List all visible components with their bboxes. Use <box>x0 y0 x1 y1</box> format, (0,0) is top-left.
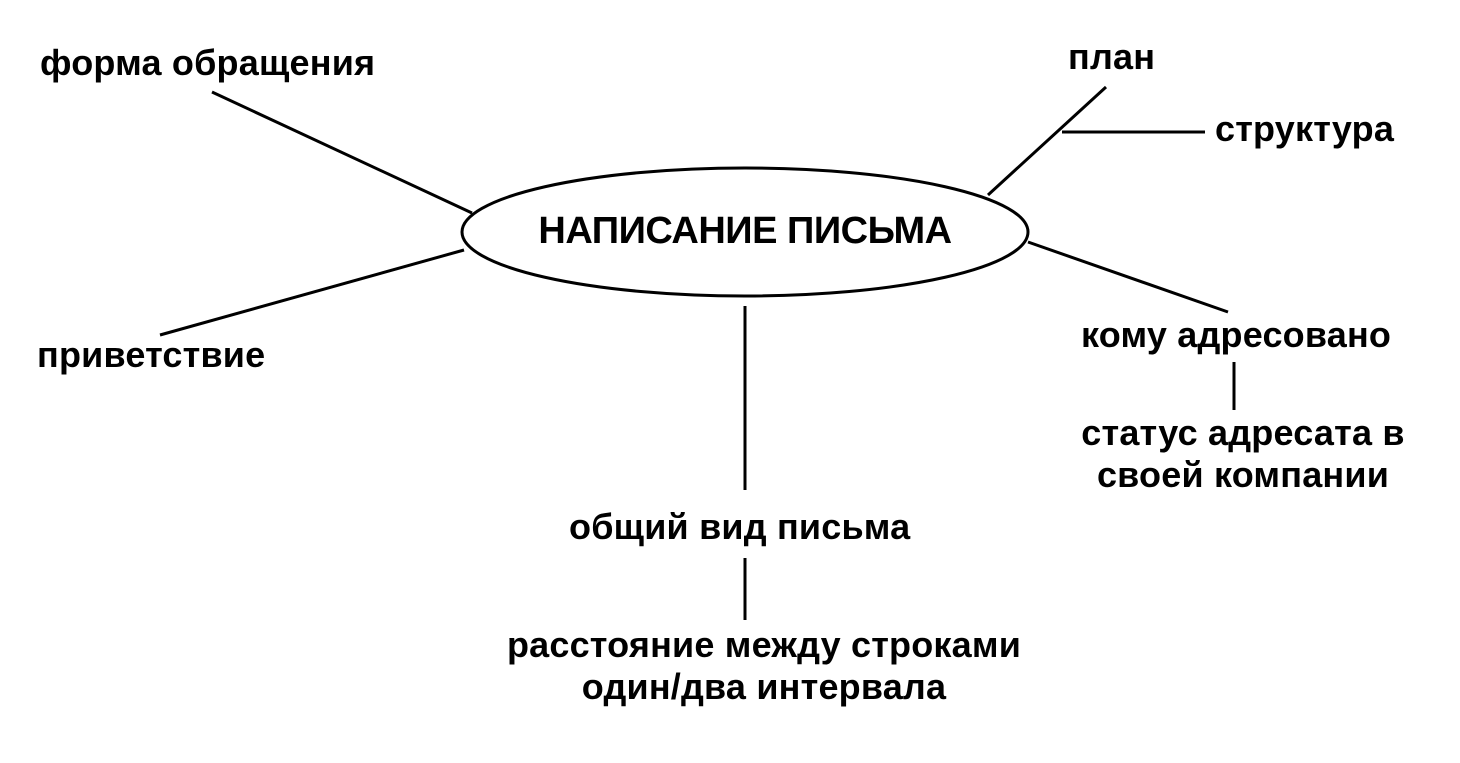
line-to-greeting <box>159 248 465 337</box>
branch-plan: план <box>1068 36 1156 77</box>
branch-structure: структура <box>1215 108 1395 149</box>
branch-addressee-status: статус адресата в своей компании <box>1060 412 1426 496</box>
branch-form-of-address: форма обращения <box>40 42 376 83</box>
branch-line-spacing: расстояние между строками один/два интер… <box>476 624 1052 708</box>
branch-greeting: приветствие <box>37 334 266 375</box>
line-to-form <box>211 90 473 215</box>
addressee-status-line-1: статус адресата в <box>1081 412 1405 453</box>
center-title: НАПИСАНИЕ ПИСЬМА <box>538 210 952 252</box>
line-to-addressee <box>1027 240 1229 314</box>
spacing-line-2: один/два интервала <box>581 666 947 707</box>
branch-addressee: кому адресовано <box>1081 314 1392 355</box>
center-ellipse <box>460 166 1030 298</box>
line-to-plan <box>986 85 1108 197</box>
spacing-line-1: расстояние между строками <box>506 624 1022 665</box>
addressee-status-line-2: своей компании <box>1096 454 1390 495</box>
branch-appearance: общий вид письма <box>569 506 911 547</box>
